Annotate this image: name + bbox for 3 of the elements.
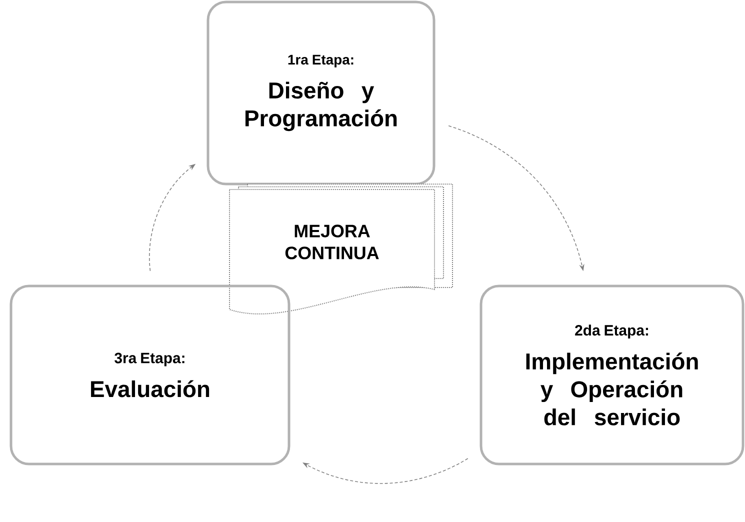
stage-box: 1ra Etapa: Diseño y Programación — [206, 0, 436, 186]
stage-box: 2da Etapa: Implementación y Operación del servicio — [480, 284, 744, 466]
stage-box: 3ra Etapa: Evaluación — [10, 284, 290, 466]
